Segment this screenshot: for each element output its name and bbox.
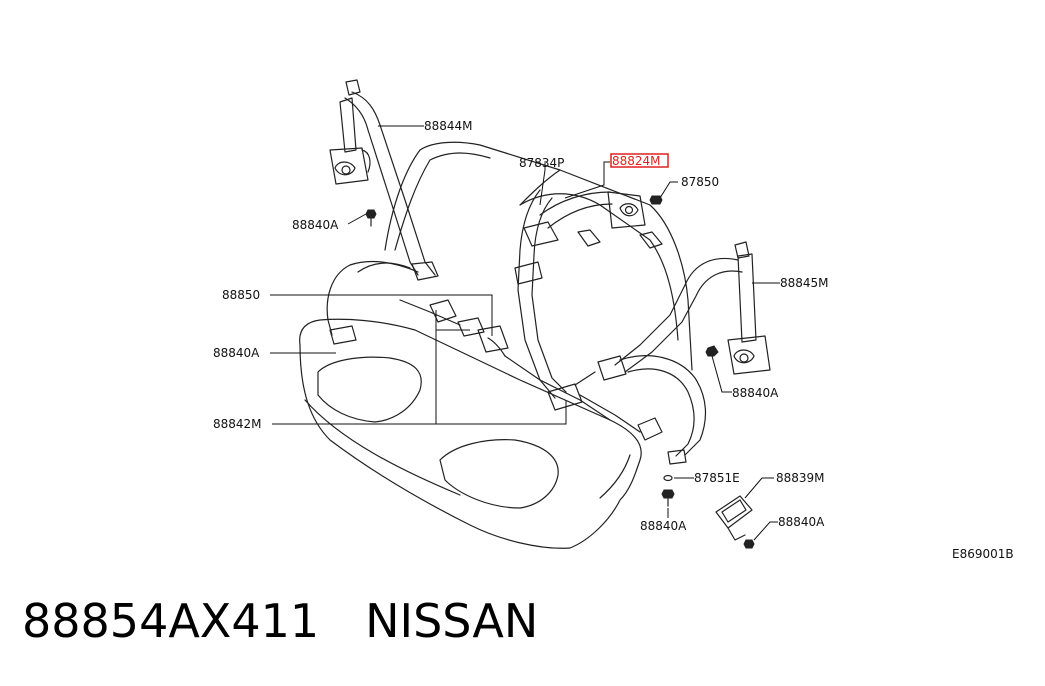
callout-88845M[interactable]: 88845M [780,276,829,290]
seat-cushion [299,318,642,549]
callout-labels: 88844M 88840A 87834P 88824M 87850 88845M… [213,119,1014,561]
left-retractor-belt [326,79,439,345]
leader-lines [270,125,780,541]
anchor-bracket [715,495,755,549]
part-caption: 88854AX411 NISSAN [22,596,538,647]
callout-87834P[interactable]: 87834P [519,156,564,170]
diagram-code: E869001B [952,547,1014,561]
callout-88840A-bottom-right[interactable]: 88840A [778,515,825,529]
bolt-top-left [365,209,377,227]
upper-center-retractor [539,191,663,229]
callout-88850[interactable]: 88850 [222,288,260,302]
bolt-right [705,345,719,357]
right-retractor-belt [574,241,771,465]
brand-name: NISSAN [365,594,539,648]
bottom-washer-bolt [661,474,675,507]
seat-belt-diagram: 88844M 88840A 87834P 88824M 87850 88845M… [213,79,1014,561]
callout-88840A-right[interactable]: 88840A [732,386,779,400]
callout-88840A-top-left[interactable]: 88840A [292,218,339,232]
callout-88824M[interactable]: 88824M [612,154,661,168]
seat-back [384,141,693,371]
highlight-box [610,153,669,168]
part-number: 88854AX411 [22,594,320,648]
callout-88844M[interactable]: 88844M [424,119,473,133]
callout-87850[interactable]: 87850 [681,175,719,189]
callout-88839M[interactable]: 88839M [776,471,825,485]
callout-88840A-bottom[interactable]: 88840A [640,519,687,533]
callout-88840A-middle-left[interactable]: 88840A [213,346,260,360]
center-buckles [399,299,611,421]
callout-87851E[interactable]: 87851E [694,471,740,485]
callout-88842M[interactable]: 88842M [213,417,262,431]
center-belt [514,189,583,411]
